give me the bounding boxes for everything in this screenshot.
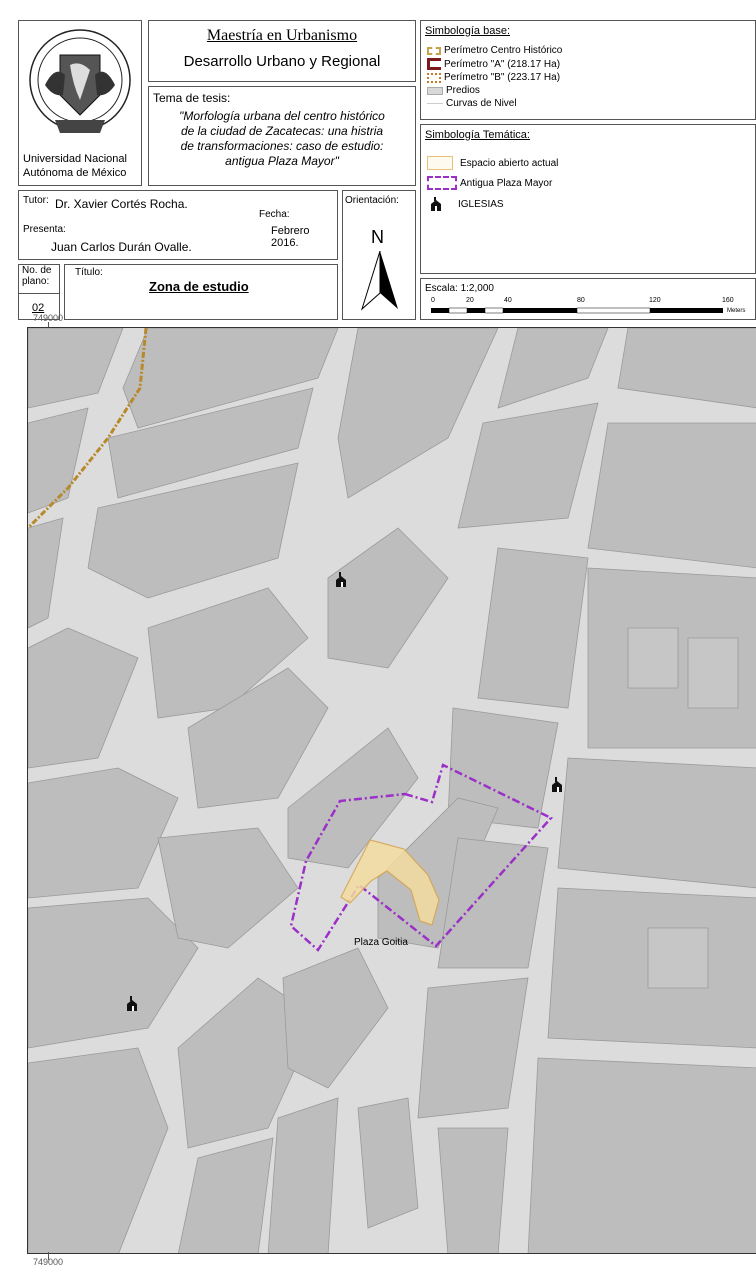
legend-swatch-perimetro-b [427,72,441,83]
tutor-name: Dr. Xavier Cortés Rocha. [55,197,188,211]
legend-label-perimetro-b: Perímetro "B" (223.17 Ha) [444,72,561,83]
legend-item-centro-historico: Perímetro Centro Histórico [427,45,562,56]
church-icon [336,572,346,587]
north-letter: N [371,227,384,247]
thesis-line-3: de transformaciones: caso de estudio: [180,139,384,153]
university-name-line1: Universidad Nacional [23,153,127,165]
church-icon [127,996,137,1011]
scale-panel: Escala: 1:2,000 0 20 40 80 120 160 Meter… [420,278,756,320]
legend-swatch-espacio-abierto [427,156,453,170]
historic-centre-perimeter-line [28,328,148,530]
legend-item-predios: Predios [427,85,480,96]
title-value: Zona de estudio [149,279,249,294]
thesis-line-1: "Morfología urbana del centro histórico [179,109,385,123]
coordinate-bottom-label: 749000 [33,1257,64,1267]
fecha-value: Febrero 2016. [271,225,310,249]
plano-number-label-1: No. de [22,265,52,276]
scale-tick-160: 160 [722,297,734,304]
program-panel: Maestría en Urbanismo Desarrollo Urbano … [148,20,416,82]
presenta-label: Presenta: [23,224,66,235]
city-blocks [28,328,756,1253]
thesis-label: Tema de tesis: [153,91,231,105]
university-name-line2: Autónoma de México [23,167,127,179]
legend-label-perimetro-a: Perímetro "A" (218.17 Ha) [444,58,561,70]
thesis-panel: Tema de tesis: "Morfología urbana del ce… [148,86,416,186]
plano-number-frame [18,264,60,320]
legend-item-perimetro-a: Perímetro "A" (218.17 Ha) [427,58,560,70]
scale-unit: Meters [727,308,746,314]
program-subtitle: Desarrollo Urbano y Regional [183,53,381,70]
coordinate-top-label: 749000 [33,313,64,323]
legend-label-centro-historico: Perímetro Centro Histórico [444,45,563,56]
legend-swatch-centro-historico [427,46,441,55]
thesis-line-2: de la ciudad de Zacatecas: una histria [180,124,384,138]
legend-label-iglesias: IGLESIAS [458,198,504,210]
plano-number-value: 02 [32,302,45,314]
legend-item-perimetro-b: Perímetro "B" (223.17 Ha) [427,72,560,83]
tutor-label: Tutor: [23,195,49,206]
scale-tick-80: 80 [577,297,585,304]
church-icon [552,777,562,792]
base-legend-panel: Simbología base: Perímetro Centro Histór… [420,20,756,120]
plano-number-label-2: plano: [22,276,50,287]
university-logo-panel: Universidad Nacional Autónoma de México [18,20,142,186]
coordinate-bottom-tick [48,1252,49,1260]
thematic-legend-title: Simbología Temática: [425,129,530,141]
legend-item-plaza-mayor: Antigua Plaza Mayor [427,176,552,190]
scale-tick-40: 40 [504,297,512,304]
legend-swatch-curvas [427,103,443,104]
presenta-name: Juan Carlos Durán Ovalle. [51,240,192,254]
scale-label: Escala: 1:2,000 [425,283,494,294]
scale-tick-120: 120 [649,297,661,304]
legend-swatch-predios [427,86,443,95]
plaza-goitia-area[interactable] [340,839,440,926]
scale-bar [431,307,723,314]
base-legend-title: Simbología base: [425,25,510,37]
thesis-line-4: antigua Plaza Mayor" [225,154,339,168]
legend-label-curvas: Curvas de Nivel [446,98,517,109]
urban-map[interactable] [28,328,756,1254]
legend-item-curvas: Curvas de Nivel [427,98,517,109]
thesis-text: "Morfología urbana del centro histórico … [149,109,415,169]
legend-item-espacio-abierto: Espacio abierto actual [427,156,558,170]
orientation-label: Orientación: [345,195,399,206]
title-label: Título: [75,267,103,278]
plaza-goitia-label: Plaza Goitia [354,937,408,948]
legend-label-predios: Predios [446,85,480,96]
title-panel: Título: Zona de estudio [64,264,338,320]
unam-shield-logo [29,29,131,133]
thematic-legend-panel: Simbología Temática: Espacio abierto act… [420,124,756,274]
credits-panel: Tutor: Dr. Xavier Cortés Rocha. Fecha: P… [18,190,338,260]
legend-item-iglesias: IGLESIAS [429,197,504,211]
north-arrow-icon [360,251,398,311]
antigua-plaza-mayor-boundary[interactable] [289,763,554,952]
program-title: Maestría en Urbanismo [206,27,358,44]
orientation-panel: Orientación: N [342,190,416,320]
legend-label-espacio-abierto: Espacio abierto actual [460,157,559,169]
scale-tick-0: 0 [431,297,435,304]
legend-label-plaza-mayor: Antigua Plaza Mayor [460,177,553,189]
church-icon [431,197,441,211]
map-frame[interactable]: Plaza Goitia [27,327,756,1254]
fecha-label: Fecha: [259,209,290,220]
legend-swatch-plaza-mayor [427,176,457,190]
legend-swatch-perimetro-a [427,58,441,70]
scale-tick-20: 20 [466,297,474,304]
